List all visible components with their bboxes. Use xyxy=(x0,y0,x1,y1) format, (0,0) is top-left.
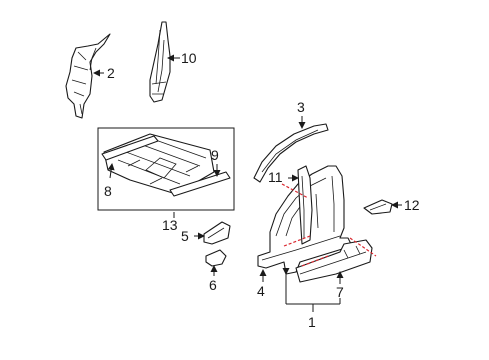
part-6-bracket xyxy=(205,249,227,267)
callout-6: 6 xyxy=(209,277,217,293)
bracket-1 xyxy=(282,268,341,312)
part-11-b-pillar xyxy=(297,165,313,245)
callout-4: 4 xyxy=(257,283,265,299)
callout-10: 10 xyxy=(181,50,197,66)
part-10-pillar-reinforcement xyxy=(149,21,171,103)
callout-11: 11 xyxy=(268,169,283,185)
part-9-floor-rail xyxy=(169,171,231,197)
callout-8: 8 xyxy=(104,183,112,199)
part-3-roof-rail xyxy=(253,123,329,183)
part-12-bracket xyxy=(363,199,393,215)
part-2-hinge-pillar xyxy=(65,33,111,119)
callout-3: 3 xyxy=(297,99,305,115)
callout-1: 1 xyxy=(308,314,316,330)
callout-7: 7 xyxy=(336,284,344,300)
callout-2: 2 xyxy=(107,65,115,81)
callout-9: 9 xyxy=(211,147,219,163)
callout-13: 13 xyxy=(162,217,178,233)
cut-line-4 xyxy=(349,237,377,257)
callout-12: 12 xyxy=(404,197,420,213)
part-7-rocker-panel xyxy=(295,239,373,283)
callout-5: 5 xyxy=(181,228,189,244)
part-8-floor-rail xyxy=(101,135,159,161)
floor-pan-group-box xyxy=(97,127,235,211)
part-5-bracket xyxy=(203,221,231,245)
leader-8 xyxy=(107,163,115,179)
